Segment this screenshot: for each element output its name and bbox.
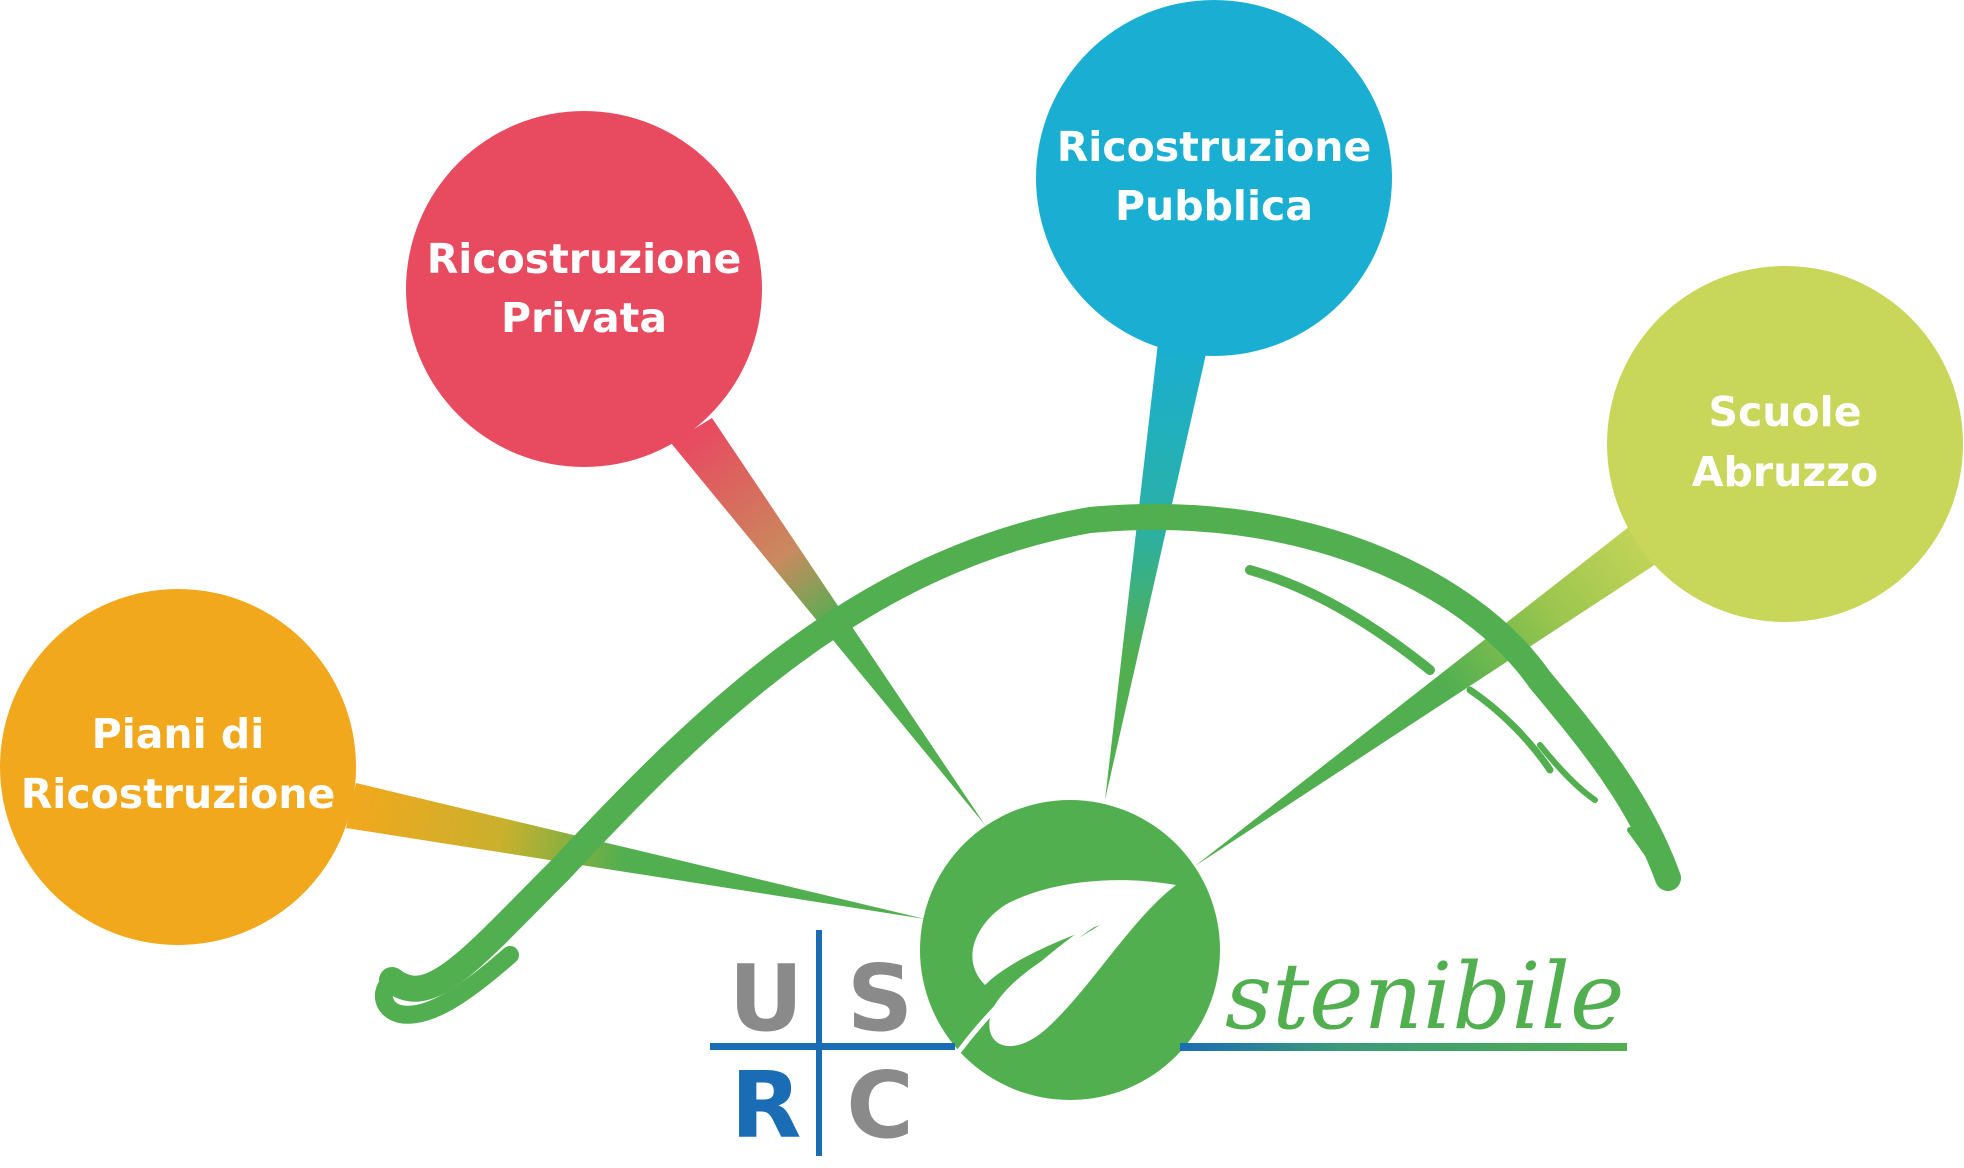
logo-letter-c: C xyxy=(846,1052,914,1159)
tagline-baseline xyxy=(1180,1043,1627,1051)
node-privata-line1: Ricostruzione xyxy=(427,235,742,283)
connector-scuole xyxy=(1195,526,1656,866)
tagline-text: stenibile xyxy=(1225,943,1625,1050)
green-arc xyxy=(374,503,1681,1024)
leaf-icon xyxy=(972,880,1176,1047)
usrc-logo: U S R C xyxy=(710,930,955,1159)
logo-letter-r: R xyxy=(731,1052,802,1159)
connector-pubblica xyxy=(1105,343,1206,800)
node-pubblica-line2: Pubblica xyxy=(1115,182,1313,230)
node-scuole-line1: Scuole xyxy=(1708,388,1861,436)
logo-horizontal-line xyxy=(710,1043,955,1050)
node-piani-line2: Ricostruzione xyxy=(21,770,336,818)
center-leaf-circle xyxy=(920,800,1220,1100)
node-piani-di-ricostruzione: Piani di Ricostruzione xyxy=(0,589,356,945)
node-scuole-abruzzo: Scuole Abruzzo xyxy=(1607,266,1963,622)
node-scuole-line2: Abruzzo xyxy=(1692,448,1878,496)
node-piani-line1: Piani di xyxy=(92,710,265,758)
logo-letter-s: S xyxy=(847,945,913,1052)
node-ricostruzione-pubblica: Ricostruzione Pubblica xyxy=(1036,0,1392,356)
node-ricostruzione-privata: Ricostruzione Privata xyxy=(406,111,762,467)
node-pubblica-line1: Ricostruzione xyxy=(1057,123,1372,171)
connector-piani xyxy=(346,783,925,919)
logo-letter-u: U xyxy=(729,945,804,1052)
node-privata-line2: Privata xyxy=(501,294,667,342)
